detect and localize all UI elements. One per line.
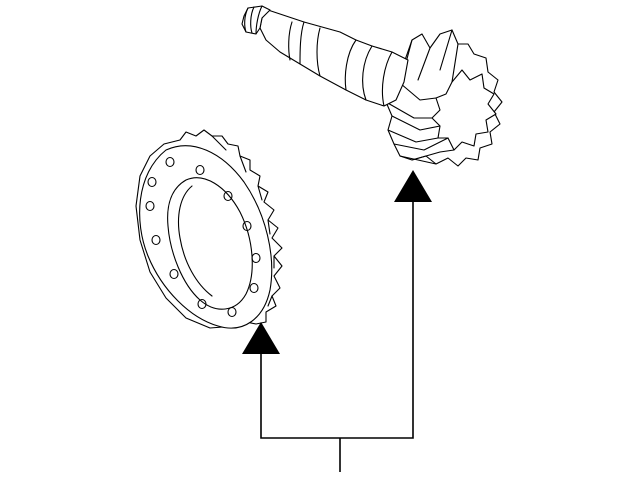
pinion-shaft (259, 9, 409, 107)
bolt-hole (165, 156, 175, 168)
bolt-hole (223, 190, 233, 202)
pinion-face (431, 69, 497, 151)
bolt-holes (145, 156, 261, 318)
bolt-hole (251, 252, 261, 264)
ring-gear-bore (167, 177, 253, 310)
bolt-hole (195, 164, 205, 176)
pinion-thread-end (241, 5, 271, 35)
callout-arrow-pinion (394, 170, 432, 202)
drive-pinion (241, 5, 503, 167)
bolt-hole (147, 176, 157, 188)
bolt-hole (197, 298, 207, 310)
callout-leader (242, 170, 432, 472)
bolt-hole (242, 220, 252, 232)
bolt-hole (227, 306, 237, 318)
bolt-hole (249, 282, 259, 294)
bolt-hole (169, 268, 179, 280)
bolt-hole (145, 200, 155, 212)
callout-arrow-ring-gear (242, 322, 280, 354)
ring-gear (135, 129, 283, 329)
bolt-hole (151, 234, 161, 246)
